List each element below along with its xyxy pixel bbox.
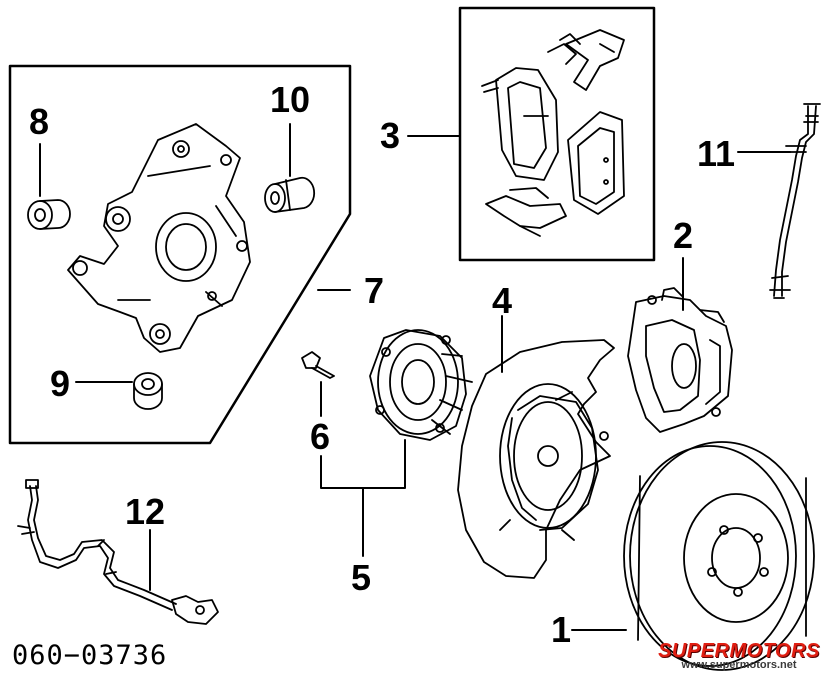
bushing-9 [133, 372, 163, 410]
callout-5: 5 [351, 557, 372, 598]
leader-lines [39, 123, 791, 631]
callout-7: 7 [364, 270, 385, 311]
brake-hose-11 [769, 103, 821, 299]
bolt-6 [301, 351, 335, 379]
callout-10: 10 [270, 79, 311, 120]
callout-12: 12 [125, 491, 166, 532]
callout-4: 4 [492, 280, 513, 321]
brake-pad-kit-box [458, 6, 656, 262]
knuckle-kit-box [8, 64, 352, 445]
callout-3: 3 [380, 115, 401, 156]
abs-sensor-12 [17, 479, 219, 625]
steering-knuckle [67, 123, 251, 353]
callout-1: 1 [551, 609, 572, 650]
backing-plate-4 [457, 339, 615, 579]
callout-8: 8 [29, 101, 50, 142]
figure-code: 060−03736 [12, 640, 168, 671]
bushing-10 [264, 176, 316, 213]
callout-11: 11 [697, 133, 736, 174]
callout-6: 6 [310, 416, 331, 457]
brake-rotor-1 [623, 441, 815, 671]
brake-caliper-2 [627, 287, 733, 433]
callout-2: 2 [673, 215, 694, 256]
watermark-url: www.supermotors.net [681, 659, 797, 671]
watermark-logo: SUPERMOTORS www.supermotors.net [650, 641, 828, 671]
hub-bearing-5 [369, 329, 473, 441]
watermark-brand: SUPERMOTORS [658, 640, 820, 662]
callout-9: 9 [50, 363, 71, 404]
brake-pad-set [481, 29, 625, 237]
bushing-8 [27, 199, 71, 230]
